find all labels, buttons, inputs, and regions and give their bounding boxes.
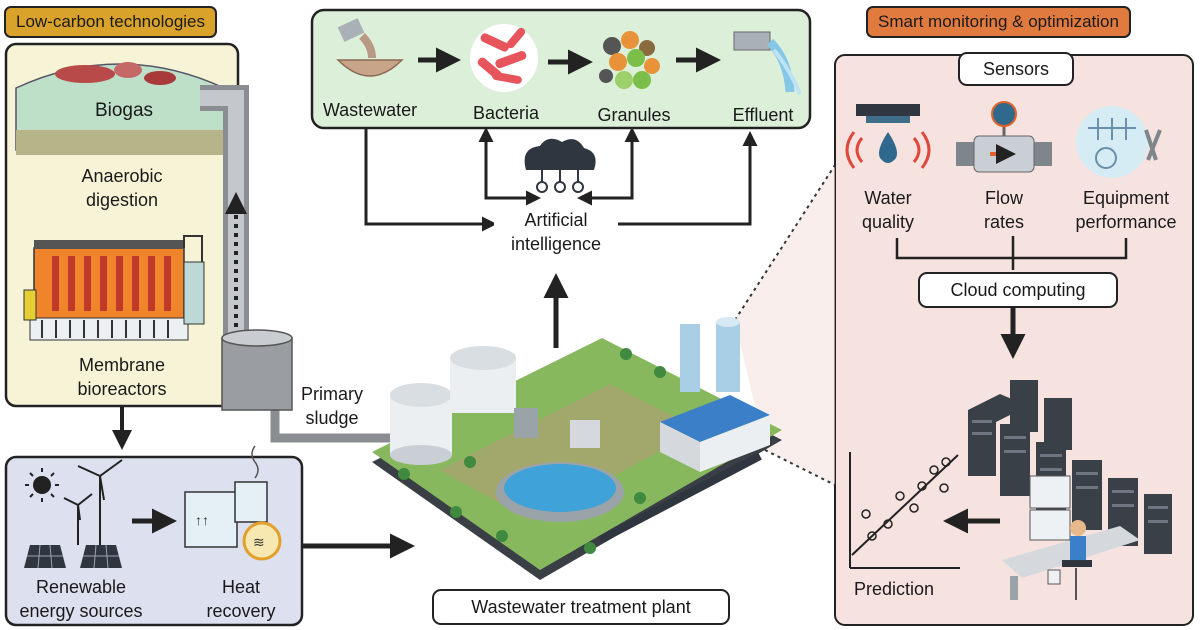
primary-line2: sludge	[305, 408, 359, 429]
water-line2: quality	[861, 212, 915, 233]
heat-line2: recovery	[206, 601, 276, 622]
smart-monitoring-heading: Smart monitoring & optimization	[866, 6, 1131, 38]
zoom-line-bottom	[764, 449, 836, 486]
biogas-pipe	[200, 85, 249, 360]
ai-line1: Artificial	[524, 210, 588, 230]
zoom-wedge	[735, 165, 835, 485]
treatment-plant-illustration	[372, 317, 782, 580]
cloud-computing-label: Cloud computing	[918, 272, 1118, 308]
heat-recovery-icon: ↑↑ ≋	[184, 445, 282, 561]
artificial-intelligence-label: Artificial intelligence	[494, 208, 618, 257]
renewable-energy-label: Renewable energy sources	[6, 575, 156, 624]
water-line1: Water	[864, 188, 912, 208]
biogas-dome-icon	[15, 62, 225, 155]
equipment-performance-icon	[1076, 106, 1162, 178]
flow-meter-icon	[956, 101, 1052, 173]
primary-line1: Primary	[301, 384, 363, 404]
flow-rates-label: Flow rates	[966, 186, 1042, 235]
sensors-label: Sensors	[958, 52, 1074, 86]
wastewater-treatment-plant-label: Wastewater treatment plant	[432, 589, 730, 625]
svg-text:↑↑: ↑↑	[195, 512, 209, 528]
renewable-line2: energy sources	[19, 601, 143, 622]
heat-recovery-label: Heat recovery	[196, 575, 286, 624]
granules-icon	[599, 31, 660, 89]
sensors-to-cloud-connector	[895, 236, 1128, 270]
effluent-icon	[733, 31, 802, 95]
membrane-bioreactors-label: Membrane bioreactors	[46, 353, 198, 402]
granules-label: Granules	[597, 105, 671, 125]
primary-sludge-label: Primary sludge	[292, 382, 372, 431]
bacteria-label: Bacteria	[472, 103, 540, 123]
anaerobic-line1: Anaerobic	[81, 166, 163, 186]
bacteria-icon	[470, 24, 538, 92]
prediction-scatter-icon	[849, 452, 960, 569]
process-panel	[310, 8, 812, 130]
operator-workstation-icon	[1002, 475, 1140, 600]
sludge-tank-icon	[221, 329, 390, 443]
membrane-bioreactor-icon	[23, 235, 205, 341]
flow-line2: rates	[983, 212, 1025, 233]
equip-line1: Equipment	[1082, 188, 1170, 208]
wastewater-icon	[336, 18, 404, 77]
equip-line2: performance	[1075, 212, 1177, 233]
anaerobic-line2: digestion	[85, 190, 159, 211]
prediction-label: Prediction	[853, 579, 935, 599]
wastewater-label: Wastewater	[322, 100, 418, 120]
heat-line1: Heat	[221, 577, 261, 597]
membrane-line2: bioreactors	[77, 379, 167, 400]
low-carbon-heading: Low-carbon technologies	[4, 6, 218, 38]
flow-line1: Flow	[984, 188, 1023, 208]
renewable-line1: Renewable	[35, 577, 127, 597]
water-quality-label: Water quality	[846, 186, 930, 235]
water-quality-sensor-icon	[845, 104, 931, 169]
biogas-label: Biogas	[94, 100, 154, 121]
ai-line2: intelligence	[510, 234, 602, 255]
equipment-performance-label: Equipment performance	[1060, 186, 1192, 235]
membrane-line1: Membrane	[78, 355, 166, 375]
ai-brain-icon	[524, 138, 596, 193]
svg-text:≋: ≋	[253, 534, 265, 550]
anaerobic-digestion-label: Anaerobic digestion	[52, 164, 192, 213]
zoom-line-top	[734, 164, 836, 321]
renewable-energy-icon	[24, 459, 123, 569]
ai-connectors	[364, 127, 758, 232]
effluent-label: Effluent	[732, 105, 794, 125]
